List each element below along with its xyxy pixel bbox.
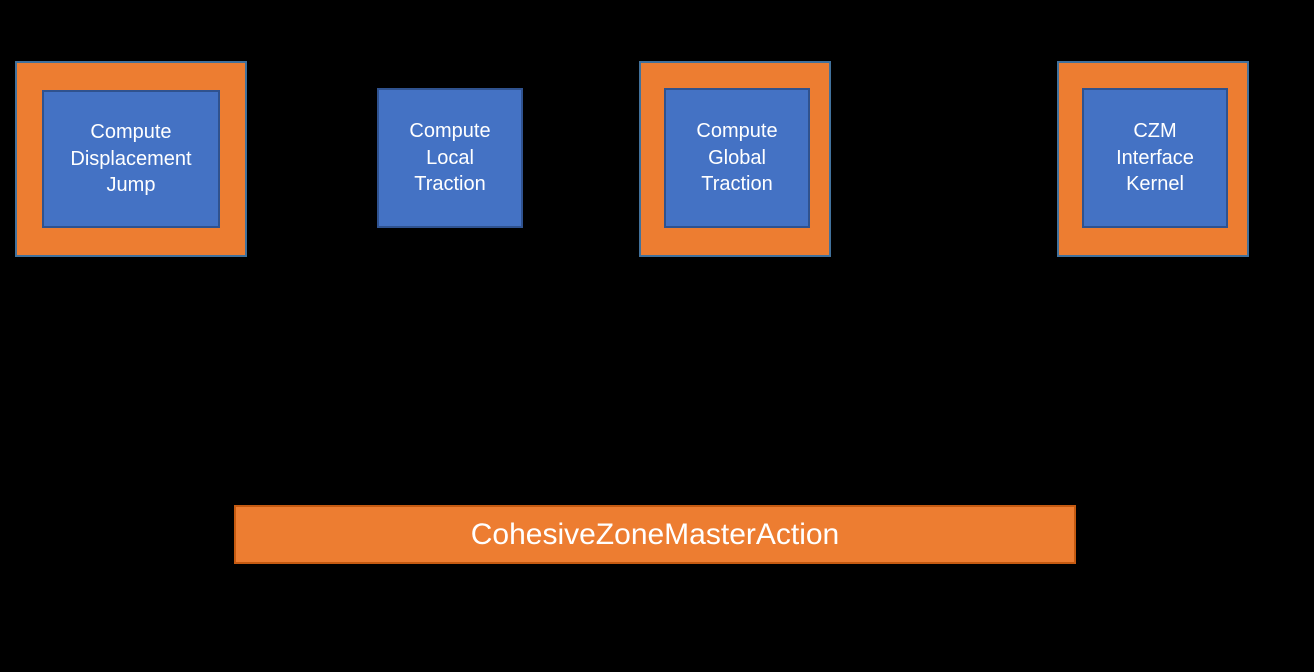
node-czm-interface-kernel[interactable]: CZM Interface Kernel <box>1082 88 1228 228</box>
connector-local-traction-to-global-traction-line <box>520 155 640 162</box>
node-compute-global-traction[interactable]: Compute Global Traction <box>664 88 810 228</box>
cohesive-zone-master-action-label: CohesiveZoneMasterAction <box>470 517 840 551</box>
connector-into-global-traction-top-line <box>733 10 740 62</box>
node-label-compute-displacement-jump: Compute Displacement Jump <box>70 121 192 197</box>
node-label-compute-local-traction: Compute Local Traction <box>409 120 491 196</box>
node-compute-local-traction[interactable]: Compute Local Traction <box>377 88 523 228</box>
node-label-compute-global-traction: Compute Global Traction <box>696 120 778 196</box>
connector-global-traction-to-czm-kernel-line <box>810 155 1060 162</box>
connector-displacement-jump-to-local-traction <box>212 155 537 162</box>
cohesive-zone-master-action-bar[interactable]: CohesiveZoneMasterAction <box>234 505 1076 564</box>
node-label-czm-interface-kernel: CZM Interface Kernel <box>1116 120 1194 196</box>
node-compute-displacement-jump[interactable]: Compute Displacement Jump <box>42 90 220 228</box>
